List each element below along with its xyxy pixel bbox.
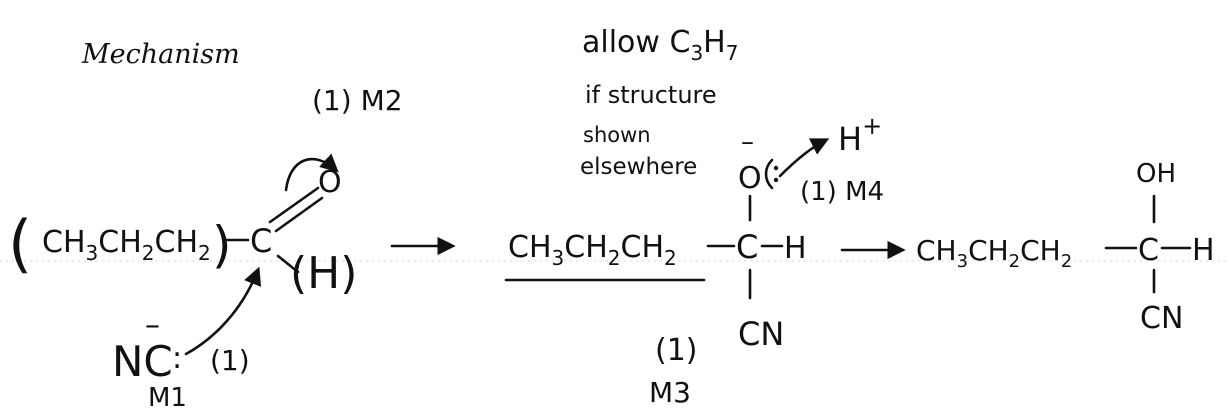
- allow-note-line-2: if structure: [585, 81, 717, 109]
- reactant-oxygen: O: [318, 165, 342, 200]
- mark-m1-one: (1): [210, 344, 250, 377]
- reactant-chain: CH3CH2CH2: [42, 225, 211, 265]
- mark-m4: (1) M4: [800, 177, 884, 207]
- cyanide-lone-pair: :: [172, 341, 182, 376]
- allow-note-line-4: elsewhere: [580, 154, 697, 180]
- carbonyl-double-bond-1: [268, 186, 320, 224]
- intermediate-carbon: C: [736, 228, 758, 266]
- mark-m3-one: (1): [655, 333, 698, 368]
- product-hydroxyl: OH: [1136, 159, 1176, 189]
- oxygen-lone-pair-dot-2: [773, 177, 779, 183]
- alkoxide-intermediate: CH3CH2CH2 C H O – H+ (1) M4 CN (1) M3: [504, 112, 884, 409]
- mark-m1-label: M1: [148, 383, 187, 412]
- intermediate-cn: CN: [738, 315, 784, 353]
- reactant-open-paren: (: [8, 207, 32, 280]
- carbonyl-double-bond-2: [274, 196, 324, 233]
- proton: H+: [838, 112, 882, 158]
- intermediate-hydrogen: H: [784, 231, 807, 266]
- allow-note-line-1: allow C3H7: [582, 25, 738, 65]
- reactant-hydrogen: (H): [290, 248, 357, 299]
- curly-arrow-m1: [184, 266, 262, 356]
- curly-arrow-m2: [284, 153, 339, 192]
- reactant: ( CH3CH2CH2 ) C O (H) NC – : (1) M1 (1) …: [8, 84, 403, 412]
- allow-note-line-3: shown: [583, 123, 651, 147]
- intermediate-chain: CH3CH2CH2: [508, 230, 677, 270]
- reactant-c-h-bond: [276, 254, 300, 274]
- curly-arrow-m4: [778, 138, 830, 178]
- reactant-carbonyl-carbon: C: [250, 222, 272, 260]
- mechanism-heading: Mechanism: [81, 39, 240, 70]
- product-chain: CH3CH2CH2: [916, 234, 1072, 272]
- oxygen-lone-pair-dot-1: [773, 165, 779, 171]
- product-carbon: C: [1138, 233, 1159, 268]
- reactant-close-paren: ): [212, 216, 232, 274]
- intermediate-oxygen-charge: –: [741, 127, 754, 157]
- allow-note: allow C3H7 if structure shown elsewhere: [580, 25, 738, 180]
- cyanohydrin-product: CH3CH2CH2 C H OH CN: [916, 159, 1215, 336]
- product-hydrogen: H: [1192, 233, 1215, 268]
- intermediate-oxygen: O: [738, 161, 762, 196]
- product-cn: CN: [1140, 301, 1183, 336]
- oxygen-lone-pair-bracket: [764, 158, 774, 190]
- mark-m3-label: M3: [649, 376, 691, 409]
- mark-m2: (1) M2: [312, 84, 403, 117]
- cyanide-charge: –: [145, 308, 160, 343]
- cyanide-nucleophile: NC: [112, 337, 173, 386]
